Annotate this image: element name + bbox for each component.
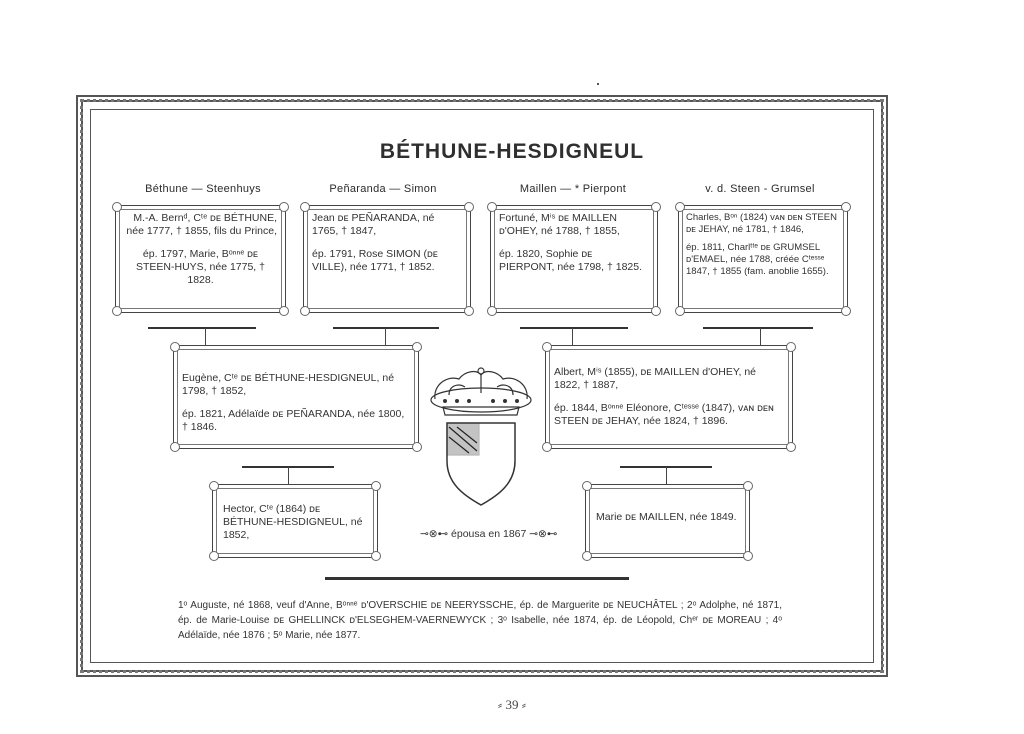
grandparents-steen-box: Charles, Bᵒⁿ (1824) ᴠᴀɴ ᴅᴇɴ STEEN ᴅᴇ JEH…	[675, 202, 851, 316]
box-corner-ornament	[170, 342, 180, 352]
grandparents-penaranda-box: Jean ᴅᴇ PEÑARANDA, né 1765, † 1847, ép. …	[300, 202, 474, 316]
parents-maillen-box: Albert, Mⁱˢ (1855), ᴅᴇ MAILLEN d'OHEY, n…	[542, 342, 796, 452]
box-corner-ornament	[786, 342, 796, 352]
box-corner-ornament	[487, 202, 497, 212]
grandparents-steen-text-2: ép. 1811, Charlᵗᵗᵉ ᴅᴇ GRUMSEL ᴅ'EMAEL, n…	[686, 242, 829, 277]
coat-of-arms-emblem	[430, 367, 532, 506]
box-corner-ornament	[542, 442, 552, 452]
grandparents-maillen-text-2: ép. 1820, Sophie ᴅᴇ PIERPONT, née 1798, …	[499, 248, 643, 273]
box-corner-ornament	[209, 551, 219, 561]
column-heading-penaranda: Peñaranda — Simon	[329, 183, 437, 195]
column-heading-steen: v. d. Steen - Grumsel	[705, 183, 815, 195]
box-corner-ornament	[300, 202, 310, 212]
children-list: 1ᵒ Auguste, né 1868, veuf d'Anne, Bᵒⁿⁿᵉ …	[178, 600, 782, 641]
box-corner-ornament	[786, 442, 796, 452]
children-divider	[325, 577, 629, 580]
box-corner-ornament	[464, 202, 474, 212]
grandparents-penaranda-text-1: Jean ᴅᴇ PEÑARANDA, né 1765, † 1847,	[312, 212, 435, 237]
connector-line	[148, 327, 256, 329]
parents-bethune-text-2: ép. 1821, Adélaïde ᴅᴇ PEÑARANDA, née 180…	[182, 408, 405, 433]
box-corner-ornament	[841, 202, 851, 212]
box-corner-ornament	[582, 551, 592, 561]
box-corner-ornament	[743, 551, 753, 561]
box-corner-ornament	[371, 551, 381, 561]
box-corner-ornament	[412, 442, 422, 452]
box-corner-ornament	[112, 202, 122, 212]
grandparents-penaranda-text-2: ép. 1791, Rose SIMON (ᴅᴇ VILLE), née 177…	[312, 248, 438, 273]
column-heading-bethune: Béthune — Steenhuys	[145, 183, 261, 195]
connector-line	[666, 467, 667, 485]
box-corner-ornament	[170, 442, 180, 452]
box-corner-ornament	[651, 306, 661, 316]
page-border-outer	[76, 95, 888, 677]
connector-line	[703, 327, 813, 329]
box-corner-ornament	[487, 306, 497, 316]
parents-maillen-text-2: ép. 1844, Bᵒⁿⁿᵉ Eléonore, Cᵗᵉˢˢᵉ (1847),…	[554, 402, 774, 427]
grandparents-bethune-text-1: M.-A. Bernᵈ, Cᵗᵉ ᴅᴇ BÉTHUNE, née 1777, †…	[126, 212, 277, 237]
page-border-inner	[90, 109, 874, 663]
box-corner-ornament	[300, 306, 310, 316]
box-corner-ornament	[112, 306, 122, 316]
connector-line	[288, 467, 289, 485]
connector-line	[520, 327, 628, 329]
wife-box: Marie ᴅᴇ MAILLEN, née 1849.	[582, 481, 753, 561]
husband-text: Hector, Cᵗᵉ (1864) ᴅᴇ BÉTHUNE-HESDIGNEUL…	[223, 503, 363, 541]
page-title: BÉTHUNE-HESDIGNEUL	[379, 140, 645, 163]
box-corner-ornament	[743, 481, 753, 491]
box-corner-ornament	[279, 202, 289, 212]
connector-line	[333, 327, 439, 329]
box-corner-ornament	[279, 306, 289, 316]
parents-bethune-text-1: Eugène, Cᵗᵉ ᴅᴇ BÉTHUNE-HESDIGNEUL, né 17…	[182, 372, 395, 397]
box-corner-ornament	[371, 481, 381, 491]
grandparents-bethune-text-2: ép. 1797, Marie, Bᵒⁿⁿᵉ ᴅᴇ STEEN-HUYS, né…	[136, 248, 265, 286]
grandparents-maillen-box: Fortuné, Mⁱˢ ᴅᴇ MAILLEN ᴅ'OHEY, né 1788,…	[487, 202, 661, 316]
box-corner-ornament	[582, 481, 592, 491]
connector-line	[205, 328, 206, 346]
grandparents-steen-text-1: Charles, Bᵒⁿ (1824) ᴠᴀɴ ᴅᴇɴ STEEN ᴅᴇ JEH…	[686, 212, 837, 235]
marriage-note: ⊸⊗⊷ épousa en 1867 ⊸⊗⊷	[420, 528, 558, 540]
box-corner-ornament	[542, 342, 552, 352]
connector-line	[572, 328, 573, 346]
parents-maillen-text-1: Albert, Mⁱˢ (1855), ᴅᴇ MAILLEN d'OHEY, n…	[554, 366, 757, 391]
connector-line	[760, 328, 761, 346]
box-corner-ornament	[675, 202, 685, 212]
box-corner-ornament	[209, 481, 219, 491]
box-corner-ornament	[841, 306, 851, 316]
grandparents-maillen-text-1: Fortuné, Mⁱˢ ᴅᴇ MAILLEN ᴅ'OHEY, né 1788,…	[499, 212, 620, 237]
box-corner-ornament	[675, 306, 685, 316]
parents-bethune-box: Eugène, Cᵗᵉ ᴅᴇ BÉTHUNE-HESDIGNEUL, né 17…	[170, 342, 422, 452]
connector-line	[385, 328, 386, 346]
column-heading-maillen: Maillen — * Pierpont	[519, 183, 627, 195]
wife-text: Marie ᴅᴇ MAILLEN, née 1849.	[596, 511, 737, 523]
page-number: ⸗ 39 ⸗	[497, 697, 527, 712]
box-corner-ornament	[412, 342, 422, 352]
grandparents-bethune-box: M.-A. Bernᵈ, Cᵗᵉ ᴅᴇ BÉTHUNE, née 1777, †…	[112, 202, 289, 316]
box-corner-ornament	[651, 202, 661, 212]
husband-box: Hector, Cᵗᵉ (1864) ᴅᴇ BÉTHUNE-HESDIGNEUL…	[209, 481, 381, 561]
page-border-ornament	[80, 99, 884, 673]
stray-dot	[597, 83, 599, 85]
box-corner-ornament	[464, 306, 474, 316]
